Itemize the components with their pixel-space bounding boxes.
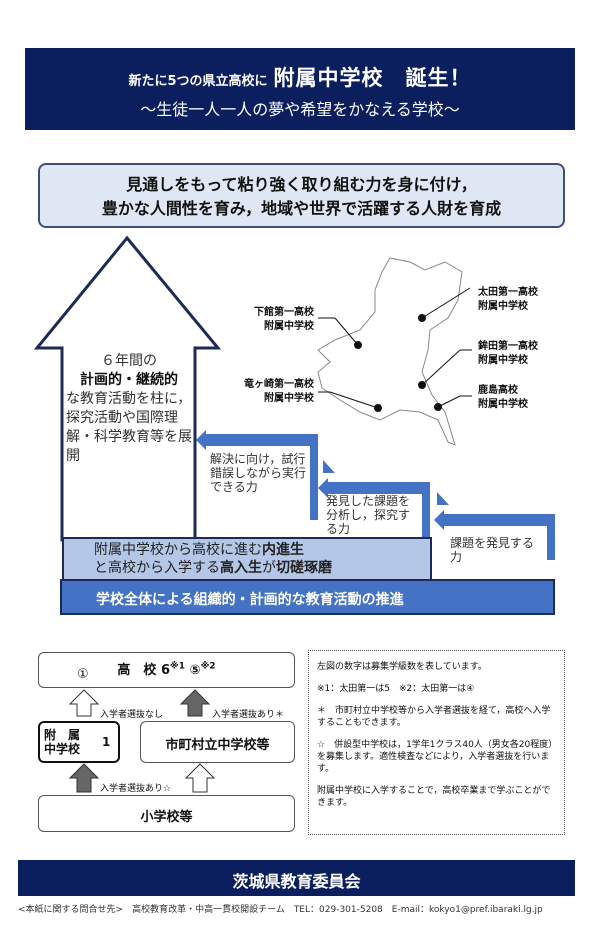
- step-triangle: [437, 492, 449, 505]
- class-count: 1: [102, 735, 111, 749]
- school-suffix: 附属中学校: [478, 399, 528, 410]
- ibaraki-map: [317, 257, 463, 446]
- header-banner: 新たに5つの県立高校に附属中学校 誕生！ ～生徒一人一人の夢や希望をかなえる学校…: [25, 48, 575, 130]
- step-triangle: [323, 460, 335, 473]
- school-name: 太田第一高校: [478, 287, 538, 298]
- text: が: [262, 560, 276, 576]
- arrow-text-line: ６年間の: [101, 353, 157, 369]
- headline: 新たに5つの県立高校に附属中学校 誕生！: [25, 62, 575, 92]
- note: ＊ 市町村立中学校等から入学者選抜を経て，高校へ入学することもできます。: [317, 706, 551, 728]
- municipal-jhs-box: 市町村立中学校等: [140, 721, 295, 763]
- text-bold: 切磋琢磨: [276, 560, 332, 576]
- footer-banner: 茨城県教育委員会: [18, 860, 575, 896]
- note: 附属中学校に入学することで，高校卒業まで学ぶことができます。: [317, 786, 551, 808]
- note-ref: ※2: [200, 661, 216, 672]
- step-text-2: 発見した課題を分析し，探究する力: [326, 494, 411, 536]
- map-label-kashima: 鹿島高校附属中学校: [478, 384, 528, 412]
- arrow-text-bold: 計画的・継続的: [80, 372, 178, 388]
- elementary-box: 小学校等: [38, 795, 295, 832]
- goal-line: 見通しをもって粘り強く取り組む力を身に付け，: [126, 175, 477, 194]
- note: ☆ 併設型中学校は，1学年1クラス40人（男女各20程度）を募集します。適性検査…: [317, 740, 553, 774]
- label-exam-star: 入学者選抜あり＊: [212, 710, 285, 720]
- subtitle: ～生徒一人一人の夢や希望をかなえる学校～: [140, 100, 460, 119]
- high-school-label: 高 校: [117, 663, 157, 678]
- up-arrow-gray: [179, 689, 211, 717]
- attached-jhs-box: 附 属 中学校 1: [38, 721, 120, 763]
- school-suffix: 附属中学校: [478, 301, 528, 312]
- note-ref: ※1: [170, 661, 186, 672]
- school-suffix: 附属中学校: [264, 393, 314, 404]
- arrow-text: ６年間の 計画的・継続的 な教育活動を柱に，探究活動や国際理解・科学教育等を展開: [66, 352, 192, 466]
- step-arrow-3: [434, 510, 555, 560]
- school-name: 鉾田第一高校: [478, 341, 538, 352]
- up-arrow-white: [68, 689, 100, 717]
- goal-line: 豊かな人間性を育み，地域や世界で活躍する人財を育成: [101, 199, 502, 218]
- class-count-circled: ⑤: [189, 663, 201, 678]
- up-arrow-gray: [68, 763, 100, 793]
- text: と高校から入学する: [94, 560, 220, 576]
- school-suffix: 附属中学校: [264, 321, 314, 332]
- label-no-exam: 入学者選抜なし: [100, 710, 164, 720]
- map-label-shimodate: 下館第一高校附属中学校: [232, 306, 314, 334]
- map-label-ryugasaki: 竜ヶ崎第一高校附属中学校: [222, 378, 314, 406]
- school-suffix: 附属中学校: [478, 355, 528, 366]
- goal-box: 見通しをもって粘り強く取り組む力を身に付け， 豊かな人間性を育み，地域や世界で活…: [38, 163, 565, 228]
- step-arrows: [196, 430, 555, 560]
- contact-info: <本紙に関する問合せ先> 高校教育改革・中高一貫校開設チーム TEL：029-3…: [18, 905, 543, 915]
- high-school-box: ① 高 校 6※1 ⑤※2: [38, 652, 295, 688]
- text-bold: 内進生: [262, 542, 304, 558]
- step-text-1: 解決に向け，試行錯誤しながら実行できる力: [210, 452, 307, 494]
- school-name: 竜ヶ崎第一高校: [244, 379, 314, 390]
- arrow-text-body: な教育活動を柱に，探究活動や国際理解・科学教育等を展開: [66, 391, 192, 464]
- map-label-ota: 太田第一高校附属中学校: [478, 286, 538, 314]
- school-name: 下館第一高校: [254, 307, 314, 318]
- step-arrow-2: [318, 478, 430, 560]
- flow-arrows: [68, 689, 216, 793]
- step-arrow-1: [196, 430, 318, 520]
- map-markers: [318, 287, 472, 412]
- promotion-bar: 学校全体による組織的・計画的な教育活動の推進: [60, 579, 555, 615]
- attached-jhs-label: 附 属 中学校: [44, 728, 81, 756]
- class-count: 6: [160, 663, 170, 678]
- step-text-3: 課題を発見する力: [450, 536, 535, 564]
- headline-main: 附属中学校 誕生！: [273, 66, 472, 90]
- school-name: 鹿島高校: [478, 385, 518, 396]
- class-count-circled: ①: [77, 667, 89, 682]
- text-bold: 高入生: [220, 560, 262, 576]
- note: 左図の数字は募集学級数を表しています。: [317, 662, 487, 672]
- label-exam-hoshi: 入学者選抜あり☆: [100, 784, 172, 794]
- up-arrow-white: [184, 763, 216, 793]
- headline-prefix: 新たに5つの県立高校に: [128, 74, 268, 89]
- students-box: 附属中学校から高校に進む内進生 と高校から入学する高入生が切磋琢磨: [62, 537, 432, 581]
- text: 附属中学校から高校に進む: [94, 542, 262, 558]
- notes-box: 左図の数字は募集学級数を表しています。 ※1：太田第一は5 ※2：太田第一は④ …: [308, 650, 565, 835]
- note: ※1：太田第一は5 ※2：太田第一は④: [317, 684, 475, 694]
- map-label-hokota: 鉾田第一高校附属中学校: [478, 340, 538, 368]
